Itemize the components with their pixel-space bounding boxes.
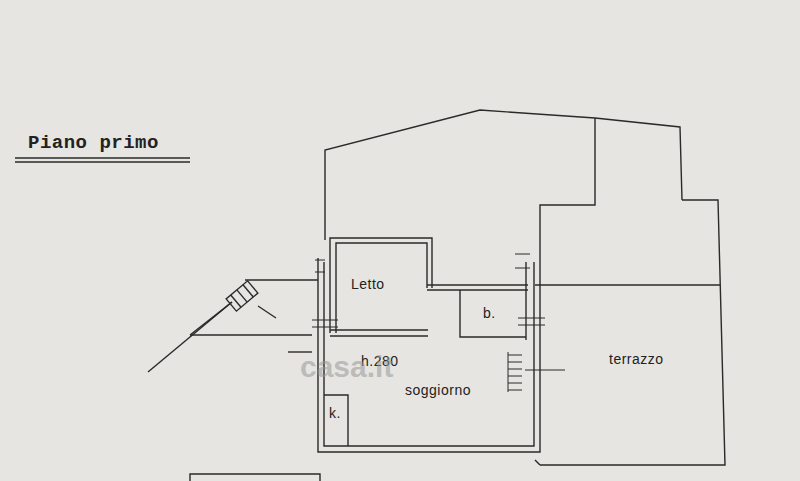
room-area: b. [461,291,525,336]
room-label: soggiorno [405,382,471,398]
room-area: terrazzo [541,286,721,464]
room-label: Letto [351,276,385,292]
plan-title: Piano primo [28,132,159,154]
room-label: b. [483,305,496,321]
room-label: terrazzo [609,351,664,367]
room-label: k. [329,405,341,421]
room-area: k. [325,395,348,446]
room-area: Letto [337,244,427,330]
watermark: casa.it [300,350,393,384]
